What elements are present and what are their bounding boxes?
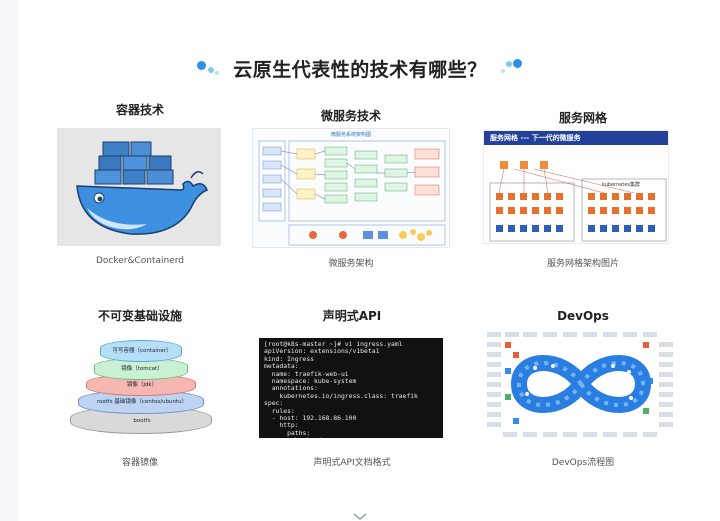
item-caption: 微服务架构 [328, 259, 374, 269]
item-title: 声明式API [322, 309, 382, 323]
dots-right-icon [497, 57, 523, 79]
item-caption: DevOps流程图 [551, 458, 615, 468]
yaml-line: - backend: [264, 436, 438, 438]
yaml-line: spec: [264, 399, 284, 408]
layer-container [100, 340, 182, 362]
diagram-title: 微服务系统架构图 [330, 132, 371, 138]
item-caption: 服务网格架构图片 [546, 259, 619, 269]
item-title: 不可变基础设施 [97, 309, 182, 323]
yaml-line: - host: 192.168.86.100 [264, 414, 357, 423]
yaml-line: name: traefik-web-ui [264, 369, 349, 378]
item-title: 容器技术 [115, 103, 164, 117]
layer-label-rootfs: rootfs 基础镜像（centos/ubuntu） [96, 399, 188, 405]
yaml-line: annotations: [264, 384, 318, 393]
yaml-line: paths: [264, 428, 311, 437]
section-title: 云原生代表性的技术有哪些？ [233, 58, 487, 81]
scroll-down-icon[interactable] [350, 513, 370, 521]
yaml-line: apiVersion: extensions/v1beta1 [264, 347, 380, 356]
item-title: 微服务技术 [320, 109, 381, 123]
yaml-line: kind: Ingress [264, 354, 315, 363]
item-microservice-tech: 微服务技术 [251, 108, 451, 124]
layer-label-bootfs: bootfs [133, 418, 151, 424]
item-title: DevOps [557, 309, 609, 323]
item-declarative-api: 声明式API [252, 308, 452, 324]
item-title: 服务网格 [558, 111, 607, 125]
dots-left-icon [197, 57, 223, 79]
layer-label-tomcat: 镜像（tomcat） [121, 366, 163, 372]
layer-label-jdk: 镜像（jdk） [126, 382, 158, 388]
item-devops: DevOps [483, 308, 683, 324]
section-heading: 云原生代表性的技术有哪些？ [0, 52, 720, 84]
item-container-tech: 容器技术 [40, 102, 240, 118]
layer-label-container: 可写容器（container） [112, 348, 172, 354]
microservice-diagram-image: 微服务系统架构图 [252, 128, 450, 248]
yaml-line: rules: [264, 406, 295, 415]
item-caption: 声明式API文档格式 [313, 458, 391, 468]
image-layers-image: 可写容器（container） 镜像（tomcat） 镜像（jdk） rootf… [68, 334, 216, 438]
yaml-line: http: [264, 421, 299, 430]
docker-whale-image [57, 128, 221, 246]
yaml-line: namespace: kube-system [264, 377, 357, 386]
item-immutable-infra: 不可变基础设施 [40, 308, 240, 324]
cluster-label: kubernetes集群 [602, 182, 641, 188]
yaml-line: kubernetes.io/ingress.class: traefik [264, 391, 418, 400]
item-caption: 容器镜像 [121, 458, 158, 468]
yaml-line: metadata: [264, 362, 299, 371]
devops-loop-image [483, 328, 679, 442]
item-servicemesh-tech: 服务网格 [483, 110, 683, 126]
diagram-banner: 服务网格 --- 下一代的微服务 [490, 134, 581, 142]
item-caption: Docker&Containerd [95, 256, 185, 266]
yaml-line: [root@k8s-master ~]# vi ingress.yaml [264, 340, 403, 348]
servicemesh-diagram-image: 服务网格 --- 下一代的微服务 kubernetes集群 [483, 130, 669, 244]
